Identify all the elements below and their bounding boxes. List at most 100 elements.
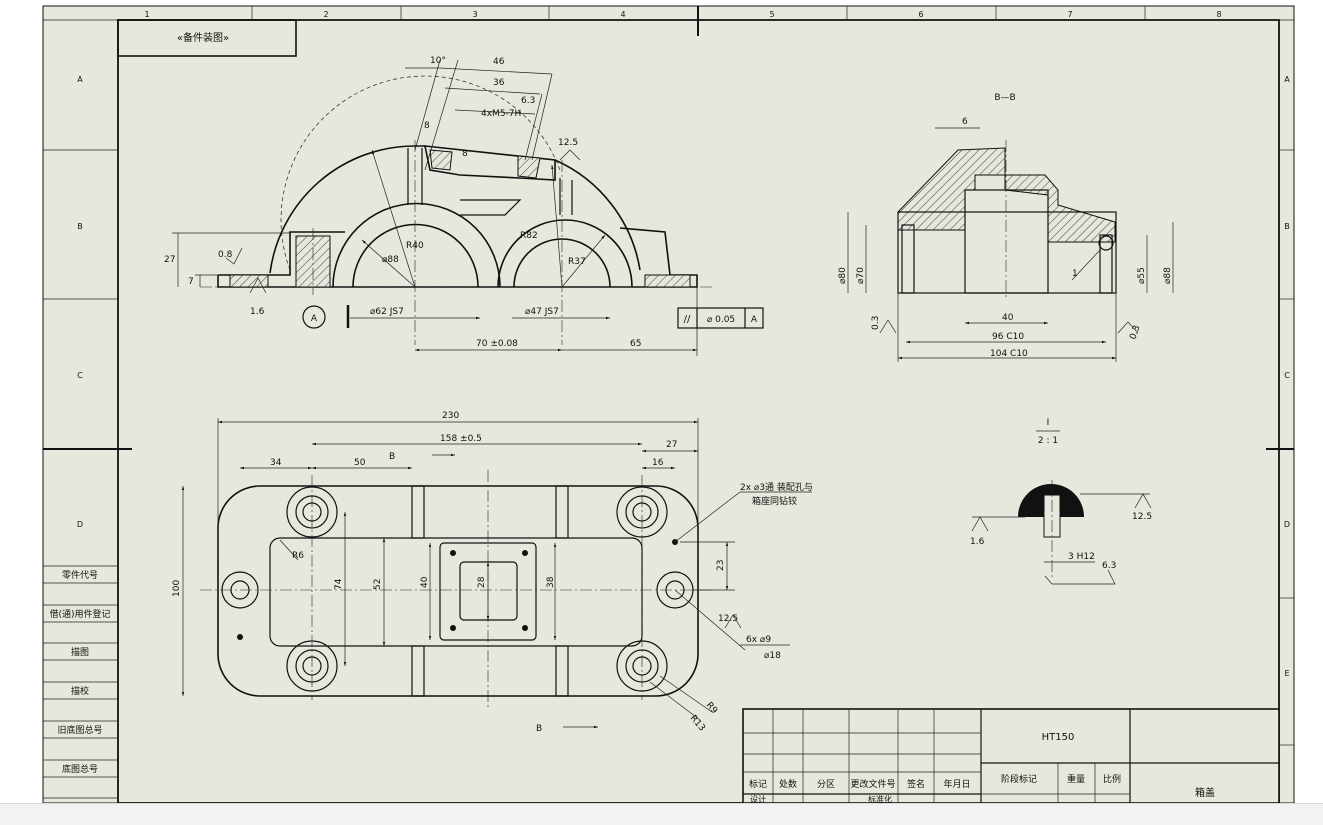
- col-num: 3: [472, 10, 477, 19]
- dim-text: ⌀88: [382, 255, 399, 265]
- col-num: 5: [769, 10, 774, 19]
- title-block: 标记 处数 分区 更改文件号 签名 年月日 HT150 阶段标记 重量 比例 箱…: [742, 708, 1280, 804]
- dim-text: 65: [630, 339, 641, 349]
- left-table-label: 借(通)用件登记: [49, 608, 110, 620]
- dim-text: 50: [354, 458, 366, 468]
- row-letter: B: [1284, 222, 1290, 231]
- tb-header: 标记: [749, 778, 767, 790]
- detail-den: 2 : 1: [1038, 436, 1058, 446]
- dim-text: 23: [716, 560, 726, 571]
- note-text: 箱座同钻铰: [752, 495, 797, 507]
- row-letter: E: [1284, 669, 1289, 678]
- header-title-box: «备件装图»: [117, 19, 297, 57]
- dim-text: R40: [406, 241, 424, 251]
- section-view-bb: B—B 6 ⌀80 ⌀70 ⌀55 ⌀88 1 40 96 C10 104 C1…: [838, 93, 1174, 362]
- dim-text: 27: [666, 440, 677, 450]
- dim-text: ⌀70: [856, 267, 866, 284]
- row-zone-strip-right: A B C D E: [1266, 75, 1294, 746]
- dim-text: 46: [493, 57, 505, 67]
- left-table-label: 描图: [71, 646, 89, 658]
- row-letter: C: [77, 371, 83, 380]
- tb-stage: 阶段标记: [1001, 773, 1037, 785]
- tb-material: HT150: [1042, 732, 1075, 743]
- dim-text: 100: [172, 580, 182, 597]
- dim-text: 12.5: [1132, 512, 1152, 522]
- front-view: A // ⌀ 0.05 A 10° 46 36 6.3 4xM5-7H 8 8 …: [164, 56, 764, 356]
- dim-text: R82: [520, 231, 538, 241]
- row-letter: A: [77, 75, 83, 84]
- left-table-label: 零件代号: [62, 569, 98, 581]
- dim-text: 16: [652, 458, 664, 468]
- dim-text: 3 H12: [1068, 552, 1095, 562]
- col-num: 6: [918, 10, 923, 19]
- tb-row-label: 标准化: [868, 794, 892, 804]
- left-table-label: 旧底图总号: [57, 724, 102, 736]
- dim-text: 36: [493, 78, 505, 88]
- dim-text: 10°: [430, 56, 446, 66]
- left-side-table: 零件代号 借(通)用件登记 描图 描校 旧底图总号 底图总号: [43, 565, 118, 799]
- dim-text: 6.3: [1102, 561, 1116, 571]
- dim-text: 40: [1002, 313, 1014, 323]
- section-title: B—B: [994, 93, 1015, 103]
- datum-label: A: [311, 314, 318, 324]
- dim-text: 6x ⌀9: [746, 635, 771, 645]
- dim-text: 6: [962, 117, 968, 127]
- dim-text: 6.3: [521, 96, 535, 106]
- dim-text: 12.5: [718, 614, 738, 624]
- row-zone-strip-left: A B C D: [43, 75, 132, 529]
- dim-text: 52: [373, 579, 383, 590]
- tol-datum: A: [751, 315, 758, 325]
- col-num: 1: [144, 10, 149, 19]
- dim-text: ⌀80: [838, 267, 848, 284]
- dim-text: 4xM5-7H: [481, 109, 521, 119]
- tb-scale: 比例: [1103, 773, 1121, 785]
- left-table-label: 底图总号: [62, 763, 98, 775]
- dim-text: 0.3: [1128, 324, 1142, 341]
- dim-text: R37: [568, 257, 586, 267]
- detail-num: I: [1047, 418, 1050, 428]
- tb-header: 年月日: [943, 778, 970, 790]
- col-num: 4: [620, 10, 625, 19]
- dim-text: ⌀18: [764, 651, 781, 661]
- tol-val: ⌀ 0.05: [707, 315, 735, 325]
- dim-text: 1.6: [970, 537, 985, 547]
- dim-text: 34: [270, 458, 282, 468]
- dim-text: 96 C10: [992, 332, 1024, 342]
- tb-header: 分区: [817, 779, 835, 790]
- dim-text: 70 ±0.08: [476, 339, 518, 349]
- detail-view: I 2 : 1 12.5 1.6 3 H12 6.3: [970, 418, 1152, 585]
- dim-text: 158 ±0.5: [440, 434, 482, 444]
- dim-text: 40: [420, 576, 430, 588]
- dim-text: 28: [477, 576, 487, 588]
- row-letter: D: [1284, 520, 1290, 529]
- dim-text: 27: [164, 255, 175, 265]
- dim-text: 8: [424, 121, 430, 131]
- tb-part-name: 箱盖: [1195, 786, 1215, 799]
- dim-text: R6: [292, 551, 304, 561]
- tb-header: 更改文件号: [850, 778, 895, 790]
- bottom-status-bar: [0, 803, 1323, 825]
- dim-text: ⌀47 JS7: [525, 307, 559, 317]
- dim-text: ⌀55: [1137, 267, 1147, 284]
- section-label: B: [536, 724, 542, 734]
- dim-text: 1.6: [250, 307, 265, 317]
- dim-text: ⌀88: [1163, 267, 1173, 284]
- dim-text: 0.3: [871, 316, 881, 330]
- tb-header: 处数: [779, 778, 797, 790]
- dim-text: 8: [462, 149, 468, 159]
- tol-sym: //: [684, 314, 691, 325]
- col-num: 8: [1216, 10, 1221, 19]
- dim-text: ⌀62 JS7: [370, 307, 404, 317]
- tb-header: 签名: [907, 778, 925, 790]
- dim-text: 1: [1072, 269, 1078, 279]
- row-letter: A: [1284, 75, 1290, 84]
- col-num: 7: [1067, 10, 1072, 19]
- header-title: «备件装图»: [177, 31, 229, 44]
- paper: [42, 5, 1295, 804]
- row-letter: B: [77, 222, 83, 231]
- note-text: 2x ⌀3通 装配孔与: [740, 481, 813, 493]
- section-label: B: [389, 452, 395, 462]
- row-letter: C: [1284, 371, 1290, 380]
- col-num: 2: [323, 10, 328, 19]
